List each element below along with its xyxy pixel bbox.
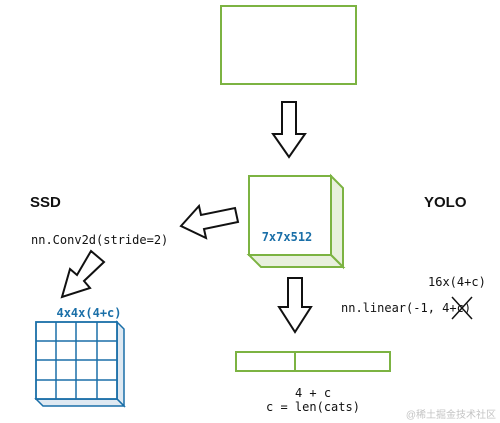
input-image-box (220, 5, 357, 85)
ssd-grid-side (116, 320, 125, 408)
yolo-title: YOLO (424, 194, 467, 211)
arrow-down-bottom (277, 277, 313, 334)
arrow-left-ssd (179, 203, 240, 240)
feature-map-side (330, 173, 344, 270)
feature-map-front (248, 175, 332, 256)
conv-label: nn.Conv2d(stride=2) (31, 233, 168, 247)
vector-def-label: c = len(cats) (266, 400, 360, 414)
linear-label-suffix: ) (464, 301, 471, 315)
yolo-output-label: 16x(4+c) (428, 275, 486, 289)
output-vector-box (235, 351, 391, 372)
linear-label-prefix: nn.linear(-1, (341, 301, 442, 315)
output-vector (235, 351, 391, 372)
vector-dim-label: 4 + c (295, 386, 331, 400)
ssd-grid-cube (34, 320, 126, 408)
strike-mark-2 (451, 296, 473, 320)
ssd-output-label: 4x4x(4+c) (56, 306, 121, 320)
ssd-title: SSD (30, 194, 61, 211)
linear-label-struck: 4+c (442, 301, 464, 315)
linear-label: nn.linear(-1, 4+c) (341, 301, 471, 315)
feature-map-label: 7x7x512 (262, 230, 313, 244)
feature-map-bottom (246, 254, 346, 268)
feature-map-cube (246, 173, 346, 270)
watermark-text: @稀土掘金技术社区 (406, 408, 496, 421)
ssd-grid-bottom (34, 398, 126, 407)
arrow-down-top (271, 101, 307, 159)
arrow-down-left-ssd (60, 249, 106, 299)
